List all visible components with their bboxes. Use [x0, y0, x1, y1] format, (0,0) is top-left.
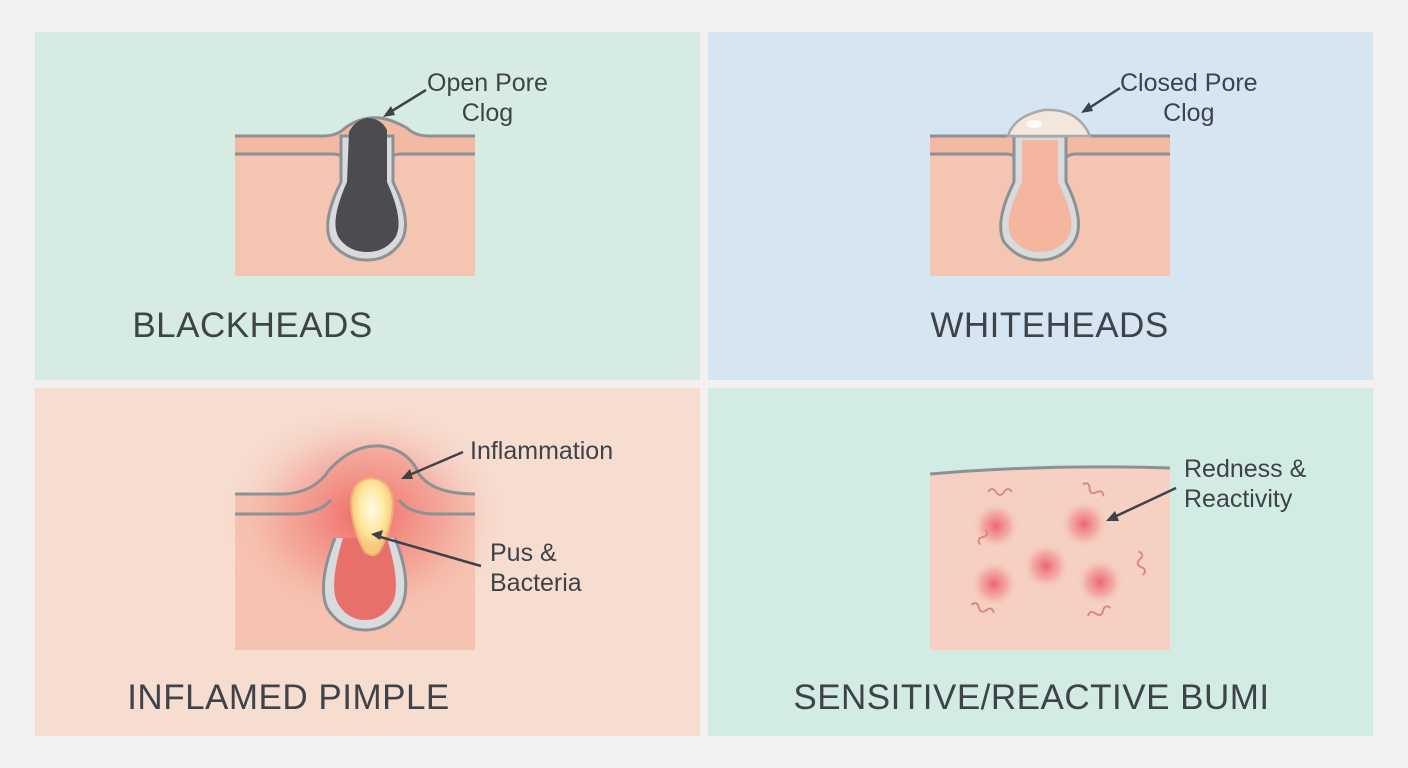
blackheads-panel: Open Pore Clog BLACKHEADS — [35, 32, 700, 380]
whiteheads-title: WHITEHEADS — [930, 306, 1169, 345]
reactive-skin-illustration — [929, 465, 1177, 650]
arrow-icon — [386, 88, 427, 116]
sensitive-reactive-title: SENSITIVE/REACTIVE BUMI — [793, 678, 1270, 717]
arrow-icon — [1085, 86, 1121, 112]
redness-spot — [970, 560, 1018, 608]
closed-pore-callout: Closed Pore Clog — [1120, 69, 1258, 127]
whiteheads-panel: Closed Pore Clog WHITEHEADS — [708, 32, 1373, 380]
redness-spot — [972, 502, 1020, 550]
blackhead-illustration — [235, 88, 475, 276]
inflamed-pimple-panel: Inflammation Pus & Bacteria INFLAMED PIM… — [35, 388, 700, 736]
sensitive-reactive-panel: Redness & Reactivity SENSITIVE/REACTIVE … — [708, 388, 1373, 736]
inflammation-callout: Inflammation — [470, 437, 614, 465]
blackhead-plug — [335, 118, 399, 252]
skin-surface-line — [235, 444, 476, 496]
arrow-icon — [406, 450, 464, 478]
redness-spot — [1022, 542, 1070, 590]
pus-bacteria-callout: Pus & Bacteria — [490, 539, 582, 597]
whitehead-illustration — [930, 86, 1170, 276]
arrow-icon — [376, 534, 482, 568]
inflamed-pimple-title: INFLAMED PIMPLE — [127, 678, 450, 717]
open-pore-callout: Open Pore Clog — [427, 69, 548, 127]
blackheads-title: BLACKHEADS — [132, 306, 373, 345]
pus-pocket — [349, 476, 395, 556]
redness-reactivity-callout: Redness & Reactivity — [1184, 455, 1307, 513]
whitehead-bump — [1006, 108, 1092, 138]
follicle-inner — [1008, 140, 1072, 252]
redness-spot — [1076, 558, 1124, 606]
skin-surface-line — [929, 465, 1171, 476]
infected-follicle — [334, 538, 396, 620]
arrow-icon — [1111, 486, 1177, 520]
irritation-squiggles — [970, 482, 1146, 617]
redness-spot — [1060, 500, 1108, 548]
skin-surface-line — [235, 116, 475, 138]
inflamed-pimple-illustration — [215, 410, 515, 650]
